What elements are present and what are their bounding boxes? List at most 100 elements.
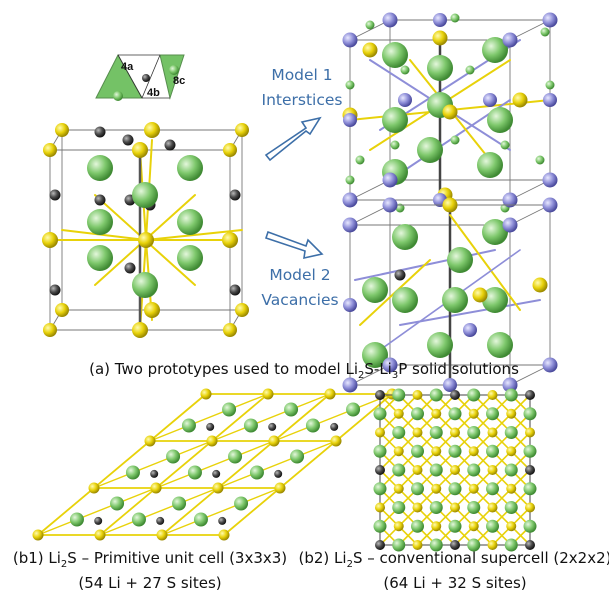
phosphorus-atom: [542, 357, 558, 373]
lithium-atom: [290, 449, 305, 464]
lithium-atom: [429, 538, 443, 552]
bond: [149, 393, 269, 442]
interstitial-atom: [49, 189, 61, 201]
sulfur-atom: [144, 435, 156, 447]
sulfur-atom: [431, 483, 442, 494]
lithium-atom: [411, 519, 424, 533]
sulfur-atom: [472, 287, 488, 303]
lattice-primitive: [32, 388, 398, 541]
lithium-atom: [448, 519, 462, 533]
model2-label: Model 2: [269, 266, 330, 284]
lithium-atom: [467, 426, 481, 439]
bond: [161, 393, 331, 536]
lithium-atom: [504, 426, 518, 439]
interstitial-atom: [122, 134, 134, 146]
lithium-atom: [249, 465, 264, 480]
lithium-atom: [486, 519, 499, 533]
sulfur-atom: [412, 502, 423, 513]
phosphorus-atom: [382, 172, 398, 188]
sulfur-atom: [393, 521, 404, 532]
sulfur-atom: [274, 482, 286, 494]
lithium-atom: [87, 209, 113, 235]
lithium-atom: [400, 65, 410, 75]
lithium-atom: [523, 482, 537, 496]
model1-label: Model 1: [271, 66, 332, 84]
lithium-atom: [132, 272, 158, 298]
bond: [145, 229, 243, 241]
sulfur-atom: [206, 435, 218, 447]
sulfur-atom: [375, 427, 385, 438]
bond: [472, 394, 531, 453]
site-label-4b: 4b: [147, 87, 160, 99]
caption-b2-sites: (64 Li + 32 S sites): [383, 574, 526, 592]
sulfur-atom: [94, 529, 106, 541]
sulfur-atom: [431, 446, 442, 457]
sulfur-atom: [468, 408, 479, 419]
sulfur-atom: [506, 408, 517, 419]
interstitial-atom: [268, 422, 277, 431]
bond: [93, 440, 213, 489]
interstitial-atom: [94, 126, 106, 138]
sulfur-atom: [223, 143, 237, 157]
interstitial-atom: [525, 465, 535, 475]
lithium-atom: [243, 418, 258, 433]
sulfur-atom: [222, 232, 238, 248]
lithium-atom: [465, 65, 475, 75]
phosphorus-atom: [542, 12, 558, 28]
sulfur-atom: [144, 302, 160, 318]
sulfur-atom: [262, 388, 274, 400]
lithium-atom: [411, 407, 424, 421]
lithium-atom: [382, 42, 408, 68]
sulfur-atom: [506, 521, 517, 532]
lithium-atom: [504, 501, 518, 514]
lithium-atom: [373, 482, 387, 496]
lithium-atom: [448, 444, 462, 458]
model1-cell: [342, 12, 558, 213]
lithium-atom: [467, 463, 481, 477]
bond: [99, 393, 269, 536]
interstitial-atom: [229, 284, 241, 296]
phosphorus-atom: [502, 217, 518, 233]
sulfur-atom: [43, 323, 57, 337]
lithium-atom: [382, 107, 408, 133]
lithium-atom: [487, 332, 513, 358]
lithium-atom: [87, 245, 113, 271]
phosphorus-atom: [502, 192, 518, 208]
phosphorus-atom: [502, 32, 518, 48]
lithium-atom: [177, 209, 203, 235]
sulfur-atom: [393, 483, 404, 494]
lithium-atom: [346, 402, 361, 417]
interstitial-atom: [150, 469, 159, 478]
lithium-atom: [187, 465, 202, 480]
sulfur-atom: [468, 483, 479, 494]
sulfur-atom: [506, 483, 517, 494]
phosphorus-atom: [343, 113, 357, 127]
bond: [211, 393, 331, 442]
unit-cell-main: [42, 122, 249, 338]
sulfur-atom: [32, 529, 44, 541]
lithium-atom: [125, 465, 140, 480]
interstitial-atom: [94, 516, 103, 525]
bond: [155, 440, 275, 489]
lithium-atom: [392, 426, 406, 439]
phosphorus-atom: [543, 93, 557, 107]
lithium-atom: [305, 418, 320, 433]
phosphorus-atom: [542, 172, 558, 188]
lithium-atom: [395, 203, 405, 213]
lithium-atom: [373, 444, 387, 458]
sulfur-atom: [393, 446, 404, 457]
lithium-atom: [69, 512, 84, 527]
sulfur-atom: [432, 30, 448, 46]
interstitial-atom: [274, 469, 283, 478]
phosphorus-atom: [542, 197, 558, 213]
sulfur-atom: [525, 502, 535, 513]
sulfur-atom: [212, 482, 224, 494]
lithium-atom: [132, 182, 158, 208]
lithium-atom: [448, 482, 462, 496]
bond: [449, 214, 521, 311]
phosphorus-atom: [382, 197, 398, 213]
interstitial-atom: [206, 422, 215, 431]
bond: [99, 487, 219, 536]
lithium-atom: [482, 219, 508, 245]
sulfur-atom: [512, 92, 528, 108]
